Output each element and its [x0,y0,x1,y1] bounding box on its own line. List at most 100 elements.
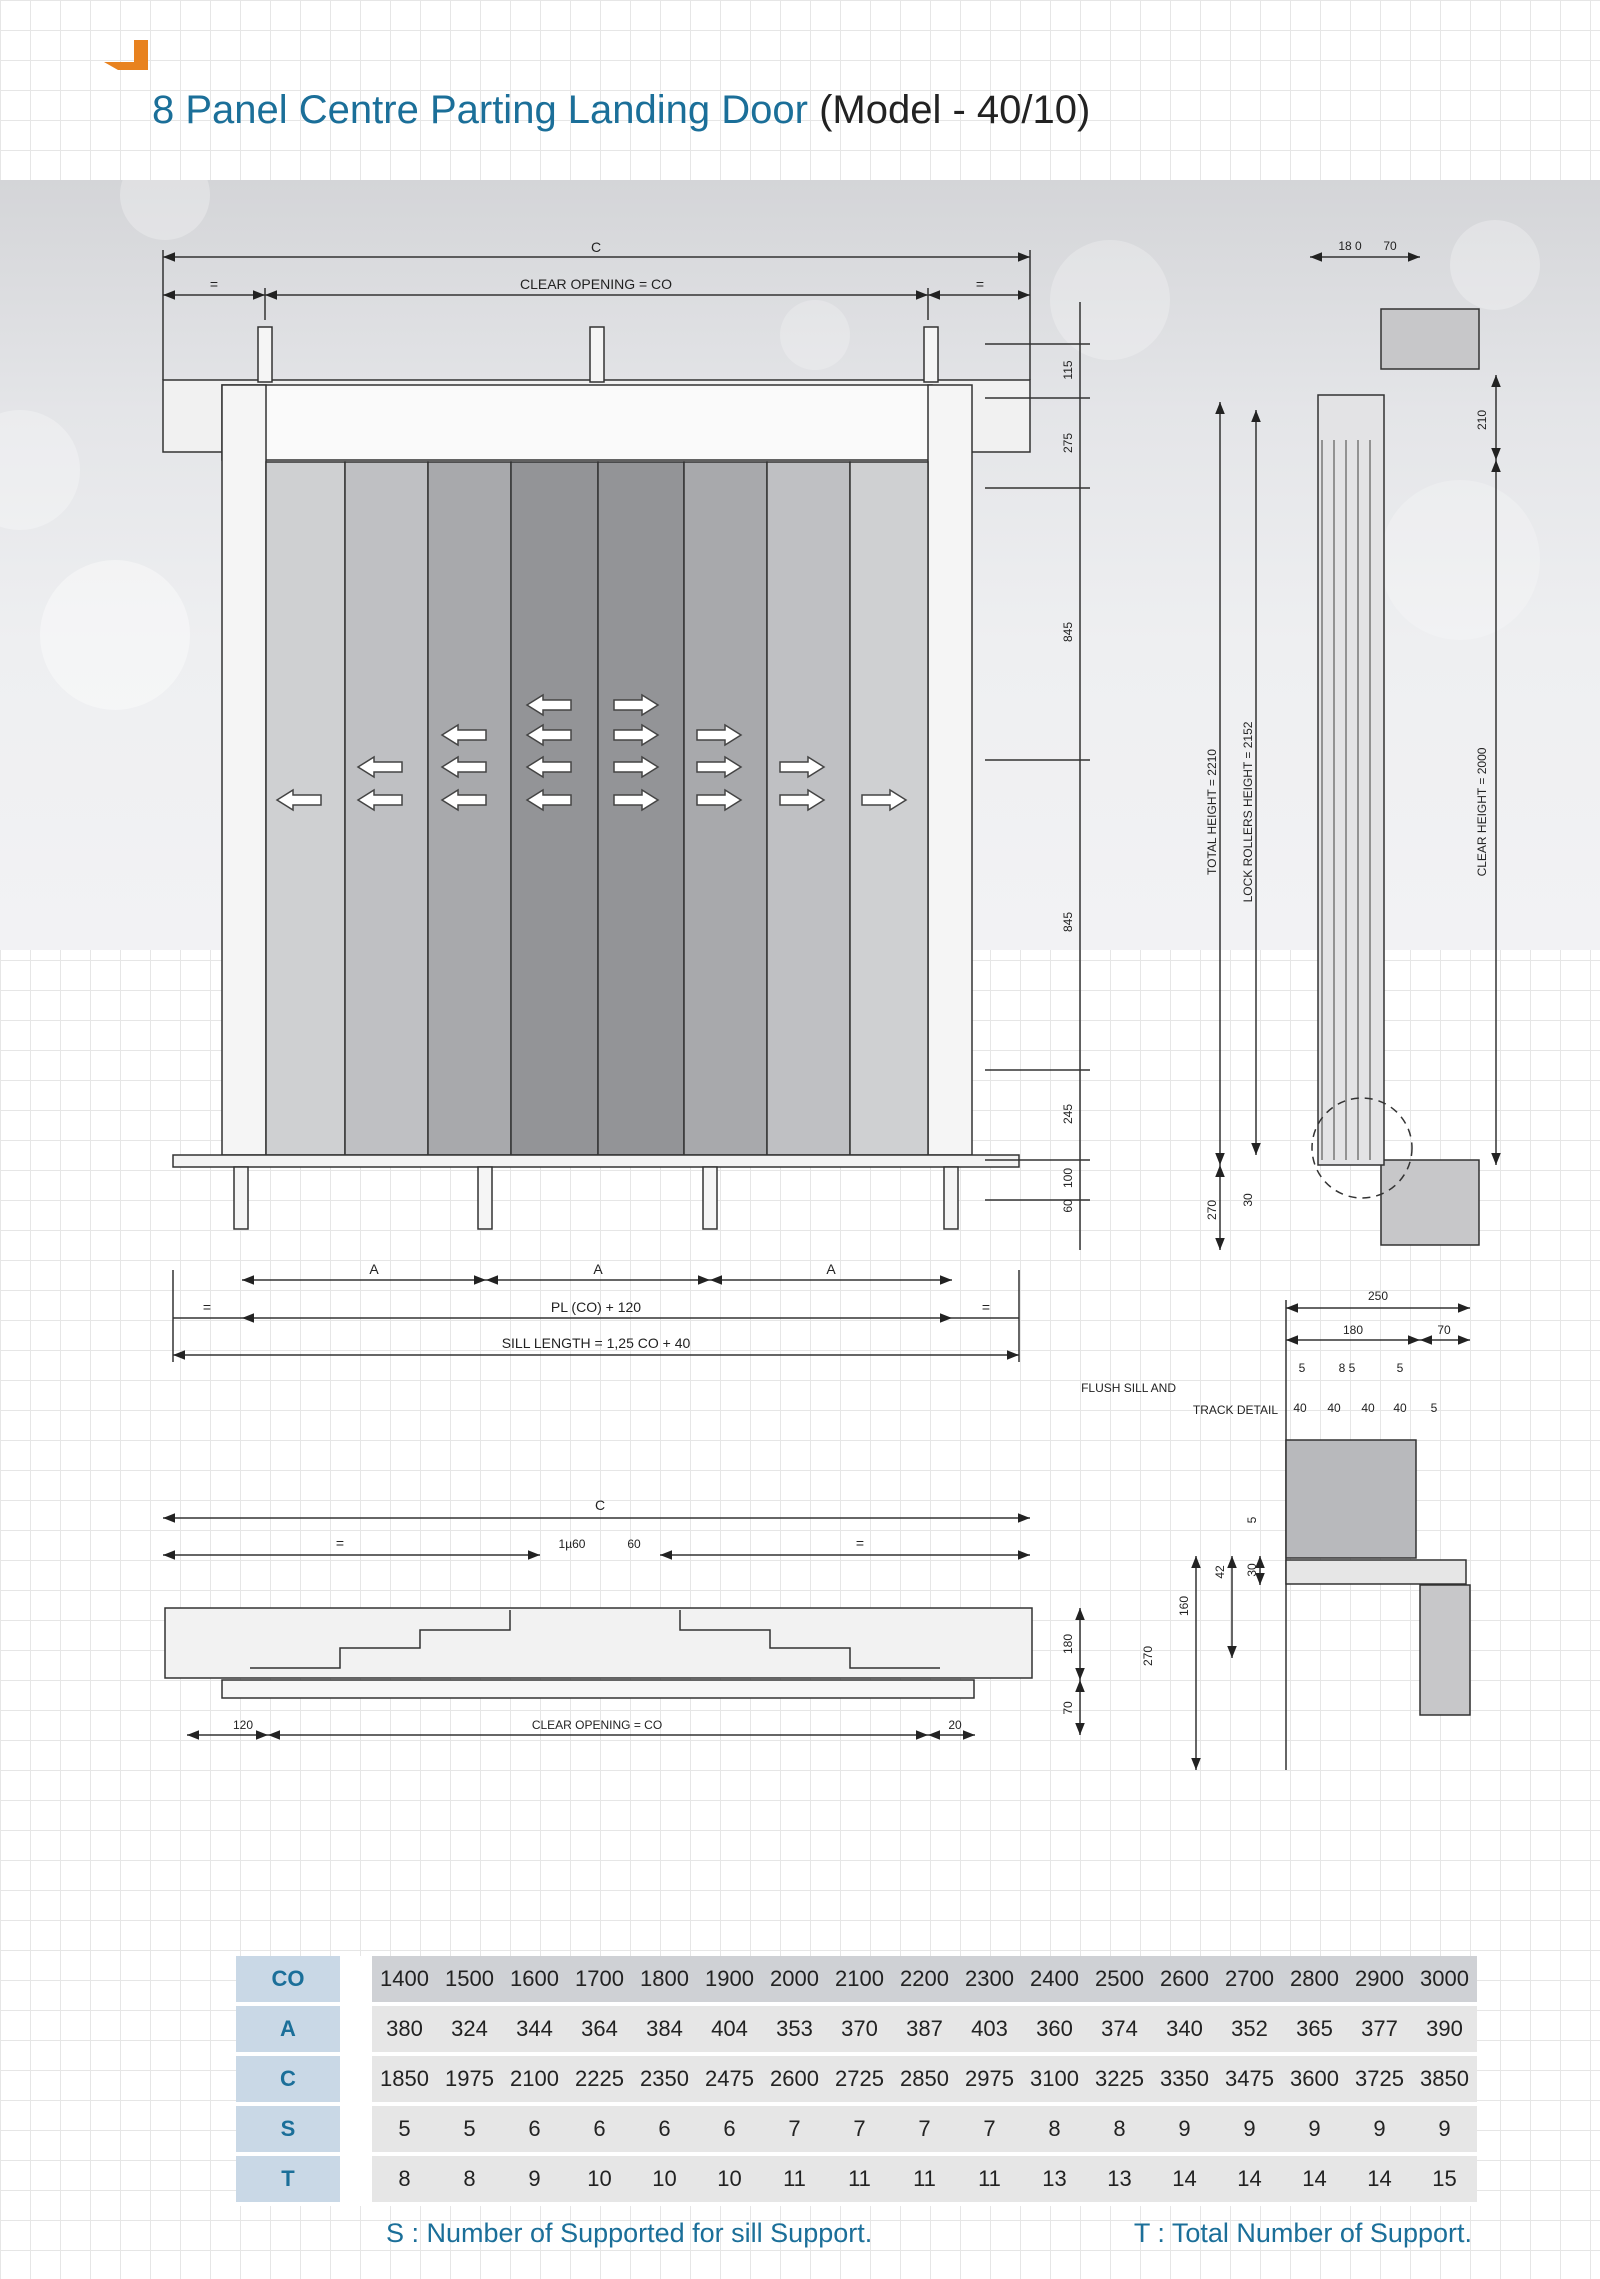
table-cell: 2300 [957,1956,1022,2006]
table-cell: 14 [1282,2154,1347,2206]
svg-text:40: 40 [1293,1401,1307,1415]
table-cell: 2225 [567,2054,632,2106]
lock-rollers-label: LOCK ROLLERS HEIGHT = 2152 [1241,721,1255,902]
table-cell: 2100 [502,2054,567,2106]
table-cell: 3100 [1022,2054,1087,2106]
front-pl-label: PL (CO) + 120 [551,1299,641,1315]
table-cell: 9 [1412,2104,1477,2156]
svg-text:250: 250 [1368,1289,1388,1303]
table-cell: 2600 [762,2054,827,2106]
svg-text:270: 270 [1205,1200,1219,1220]
svg-text:=: = [336,1535,344,1551]
table-cell: 10 [697,2154,762,2206]
table-cell: 11 [892,2154,957,2206]
table-cell: 14 [1347,2154,1412,2206]
row-header: A [236,2004,372,2056]
table-cell: 1400 [356,1956,437,2006]
svg-text:=: = [203,1299,211,1315]
title-main: 8 Panel Centre Parting Landing Door [152,88,808,132]
svg-text:120: 120 [233,1718,253,1732]
svg-text:42: 42 [1213,1565,1227,1579]
svg-text:40: 40 [1327,1401,1341,1415]
table-cell: 403 [957,2004,1022,2056]
table-cell: 14 [1217,2154,1282,2206]
table-cell: 3600 [1282,2054,1347,2106]
table-cell: 3725 [1347,2054,1412,2106]
svg-text:=: = [976,276,984,292]
table-cell: 374 [1087,2004,1152,2056]
table-cell: 384 [632,2004,697,2056]
table-cell: 360 [1022,2004,1087,2056]
table-cell: 11 [957,2154,1022,2206]
svg-text:5: 5 [1397,1361,1404,1375]
table-cell: 5 [437,2104,502,2156]
table-cell: 9 [1217,2104,1282,2156]
table-cell: 370 [827,2004,892,2056]
table-cell: 7 [827,2104,892,2156]
title-model: (Model - 40/10) [819,88,1091,132]
table-cell: 2850 [892,2054,957,2106]
svg-text:A: A [593,1261,603,1277]
table-cell: 9 [502,2154,567,2206]
table-cell: 9 [1282,2104,1347,2156]
svg-text:845: 845 [1061,622,1075,642]
svg-text:20: 20 [948,1718,962,1732]
svg-text:30: 30 [1241,1193,1255,1207]
table-cell: 2400 [1022,1956,1087,2006]
svg-text:30: 30 [1245,1563,1259,1577]
svg-text:A: A [826,1261,836,1277]
table-cell: 1850 [356,2054,437,2106]
table-cell: 2700 [1217,1956,1282,2006]
table-cell: 6 [697,2104,762,2156]
table-cell: 380 [356,2004,437,2056]
table-cell: 352 [1217,2004,1282,2056]
table-cell: 13 [1022,2154,1087,2206]
side-section [1215,252,1501,1250]
table-cell: 3850 [1412,2054,1477,2106]
table-cell: 15 [1412,2154,1477,2206]
table-cell: 8 [1087,2104,1152,2156]
svg-text:70: 70 [1061,1701,1075,1715]
table-cell: 5 [356,2104,437,2156]
sill-caption-line1: FLUSH SILL AND [1081,1381,1176,1395]
table-cell: 14 [1152,2154,1217,2206]
svg-text:40: 40 [1361,1401,1375,1415]
plan-clear-opening: CLEAR OPENING = CO [532,1718,662,1732]
svg-text:5: 5 [1431,1401,1438,1415]
svg-text:70: 70 [1383,239,1397,253]
svg-text:8 5: 8 5 [1339,1361,1356,1375]
table-cell: 10 [567,2154,632,2206]
table-cell: 2900 [1347,1956,1412,2006]
front-clear-opening: CLEAR OPENING = CO [520,276,672,292]
svg-text:160: 160 [1177,1596,1191,1616]
svg-text:180: 180 [1061,1634,1075,1654]
svg-text:=: = [856,1535,864,1551]
table-cell: 2475 [697,2054,762,2106]
table-cell: 3225 [1087,2054,1152,2106]
clear-height-label: CLEAR HEIGHT = 2000 [1475,747,1489,876]
table-cell: 3000 [1412,1956,1477,2006]
table-cell: 390 [1412,2004,1477,2056]
sill-detail [1191,1300,1471,1770]
table-cell: 324 [437,2004,502,2056]
front-sill-length: SILL LENGTH = 1,25 CO + 40 [502,1335,691,1351]
front-elevation [162,250,1090,1362]
svg-text:100: 100 [1061,1168,1075,1188]
table-cell: 8 [1022,2104,1087,2156]
table-cell: 6 [632,2104,697,2156]
row-header: T [236,2154,372,2206]
table-cell: 2000 [762,1956,827,2006]
table-cell: 2200 [892,1956,957,2006]
svg-text:180: 180 [1343,1323,1363,1337]
svg-text:5: 5 [1245,1516,1259,1523]
table-cell: 340 [1152,2004,1217,2056]
table-cell: 7 [892,2104,957,2156]
table-cell: 9 [1347,2104,1412,2156]
table-cell: 1600 [502,1956,567,2006]
svg-text:70: 70 [1437,1323,1451,1337]
